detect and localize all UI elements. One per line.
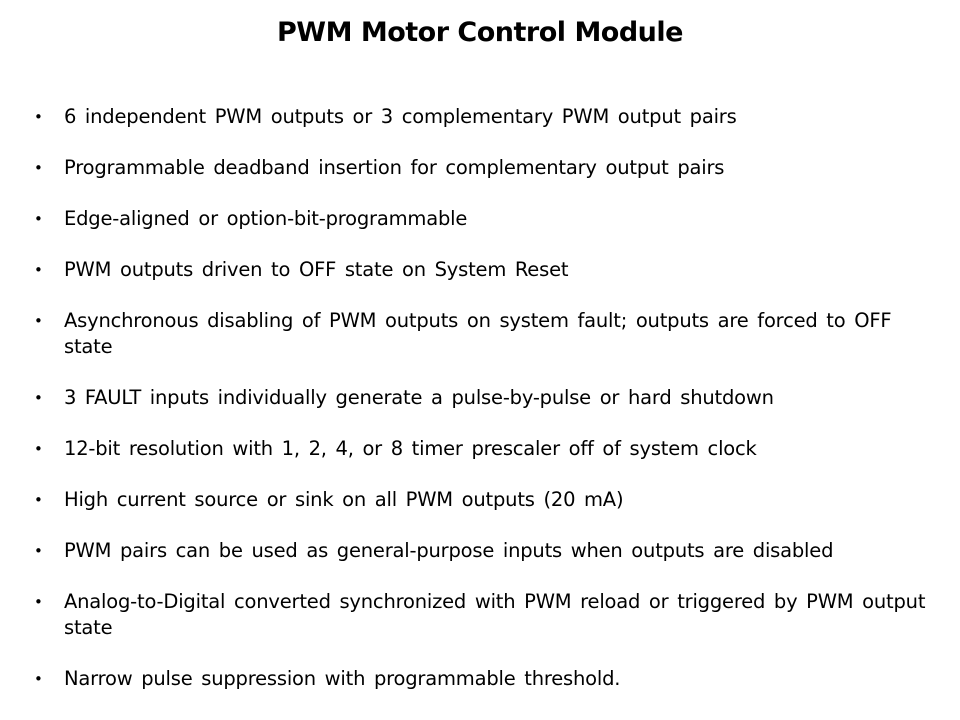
list-item: • 12-bit resolution with 1, 2, 4, or 8 ti… — [30, 436, 940, 462]
bullet-icon: • — [34, 159, 43, 177]
list-item: • Programmable deadband insertion for com… — [30, 155, 940, 181]
bullet-icon: • — [34, 593, 43, 611]
bullet-text: PWM pairs can be used as general-purpose… — [64, 539, 834, 562]
bullet-text: 6 independent PWM outputs or 3 complemen… — [64, 105, 737, 128]
list-item: • Analog-to-Digital converted synchronize… — [30, 589, 940, 641]
bullet-text: Edge-aligned or option-bit-programmable — [64, 207, 468, 230]
bullet-text: Asynchronous disabling of PWM outputs on… — [64, 309, 892, 358]
list-item: • Asynchronous disabling of PWM outputs o… — [30, 308, 940, 360]
bullet-icon: • — [34, 210, 43, 228]
bullet-text: PWM outputs driven to OFF state on Syste… — [64, 258, 569, 281]
bullet-text: 3 FAULT inputs individually generate a p… — [64, 386, 774, 409]
bullet-text: Narrow pulse suppression with programmab… — [64, 667, 621, 690]
list-item: • PWM pairs can be used as general-purpos… — [30, 538, 940, 564]
bullet-text: Analog-to-Digital converted synchronized… — [64, 590, 926, 639]
bullet-icon: • — [34, 261, 43, 279]
list-item: • PWM outputs driven to OFF state on Syst… — [30, 257, 940, 283]
list-item: • Narrow pulse suppression with programma… — [30, 666, 940, 692]
bullet-icon: • — [34, 312, 43, 330]
bullet-icon: • — [34, 491, 43, 509]
bullet-icon: • — [34, 108, 43, 126]
bullet-text: High current source or sink on all PWM o… — [64, 488, 624, 511]
bullet-text: 12-bit resolution with 1, 2, 4, or 8 tim… — [64, 437, 757, 460]
feature-list: • 6 independent PWM outputs or 3 compleme… — [30, 104, 940, 717]
bullet-icon: • — [34, 670, 43, 688]
list-item: • Edge-aligned or option-bit-programmable — [30, 206, 940, 232]
bullet-text: Programmable deadband insertion for comp… — [64, 156, 725, 179]
list-item: • 3 FAULT inputs individually generate a … — [30, 385, 940, 411]
list-item: • High current source or sink on all PWM … — [30, 487, 940, 513]
bullet-icon: • — [34, 389, 43, 407]
list-item: • 6 independent PWM outputs or 3 compleme… — [30, 104, 940, 130]
page-title: PWM Motor Control Module — [277, 17, 683, 48]
bullet-icon: • — [34, 440, 43, 458]
bullet-icon: • — [34, 542, 43, 560]
